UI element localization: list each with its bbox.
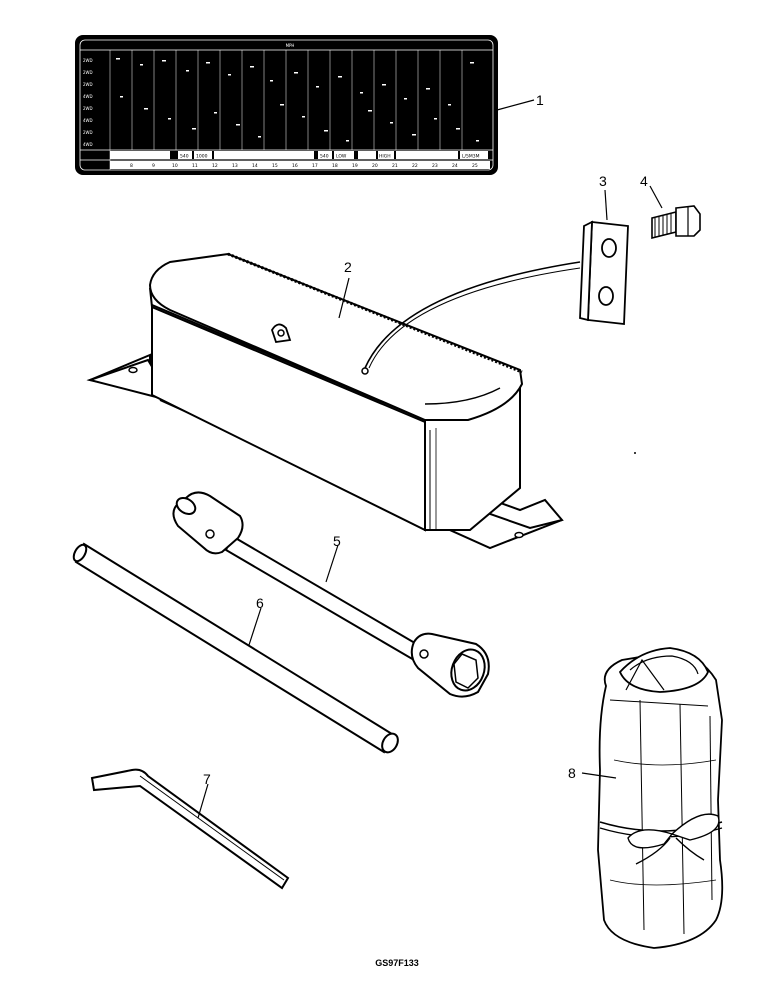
leader-line-3 — [604, 189, 608, 221]
strap-plate — [579, 220, 629, 326]
svg-text:21: 21 — [392, 163, 398, 169]
svg-text:2WD: 2WD — [83, 130, 93, 135]
svg-text:4WD: 4WD — [83, 94, 93, 99]
svg-text:23: 23 — [432, 163, 438, 169]
cable — [364, 261, 581, 369]
svg-text:4WD: 4WD — [83, 142, 93, 147]
svg-text:20: 20 — [372, 163, 378, 169]
svg-text:13: 13 — [232, 163, 238, 169]
decal-chart: MPH 2WD 2WD 2WD 4W — [75, 35, 535, 175]
svg-text:LOW: LOW — [336, 154, 347, 160]
speck — [634, 452, 636, 454]
leader-line-2 — [338, 277, 350, 319]
leader-line-1 — [496, 99, 535, 111]
svg-text:12: 12 — [212, 163, 218, 169]
svg-text:15: 15 — [272, 163, 278, 169]
svg-text:HIGH: HIGH — [379, 154, 391, 160]
tommy-bar — [72, 542, 399, 754]
svg-text:2WD: 2WD — [83, 82, 93, 87]
bolt — [651, 205, 701, 240]
callout-8: 8 — [568, 765, 576, 781]
decal-grid — [80, 50, 493, 170]
svg-text:10: 10 — [172, 163, 178, 169]
leader-line-7 — [197, 783, 209, 819]
svg-text:18: 18 — [332, 163, 338, 169]
svg-text:24: 24 — [452, 163, 458, 169]
callout-6: 6 — [256, 595, 264, 611]
svg-text:8: 8 — [130, 163, 133, 169]
reference-code: GS97F133 — [375, 958, 419, 968]
svg-text:2WD: 2WD — [83, 58, 93, 63]
box-wrench — [172, 491, 490, 698]
callout-3: 3 — [599, 173, 607, 189]
leader-line-5 — [325, 544, 339, 583]
decal-header: MPH — [286, 43, 295, 48]
tool-box — [86, 252, 564, 550]
decal-footer: 540 1000 540 LOW HIGH L/5M3M — [110, 151, 490, 169]
leader-line-8 — [581, 772, 617, 779]
callout-1: 1 — [536, 92, 544, 108]
leader-line-4 — [649, 185, 663, 209]
tool-roll — [597, 647, 724, 949]
svg-text:L/5M3M: L/5M3M — [462, 154, 480, 160]
svg-text:19: 19 — [352, 163, 358, 169]
svg-text:2WD: 2WD — [83, 106, 93, 111]
svg-text:4WD: 4WD — [83, 118, 93, 123]
svg-text:11: 11 — [192, 163, 198, 169]
decal-values — [116, 58, 479, 142]
svg-text:1000: 1000 — [196, 154, 208, 160]
svg-text:14: 14 — [252, 163, 258, 169]
svg-text:17: 17 — [312, 163, 318, 169]
svg-text:22: 22 — [412, 163, 418, 169]
svg-text:16: 16 — [292, 163, 298, 169]
svg-text:540: 540 — [180, 154, 189, 160]
callout-4: 4 — [640, 173, 648, 189]
leader-line-6 — [248, 607, 262, 646]
decal-speed-scale: 8 9 10 11 12 13 14 15 16 17 18 19 20 21 … — [130, 163, 478, 169]
svg-text:2WD: 2WD — [83, 70, 93, 75]
svg-text:540: 540 — [320, 154, 329, 160]
callout-7: 7 — [203, 771, 211, 787]
svg-text:25: 25 — [472, 163, 478, 169]
callout-2: 2 — [344, 259, 352, 275]
decal-row-labels: 2WD 2WD 2WD 4WD 2WD 4WD 2WD 4WD — [83, 58, 93, 147]
callout-5: 5 — [333, 533, 341, 549]
svg-text:9: 9 — [152, 163, 155, 169]
hex-key — [90, 768, 290, 890]
